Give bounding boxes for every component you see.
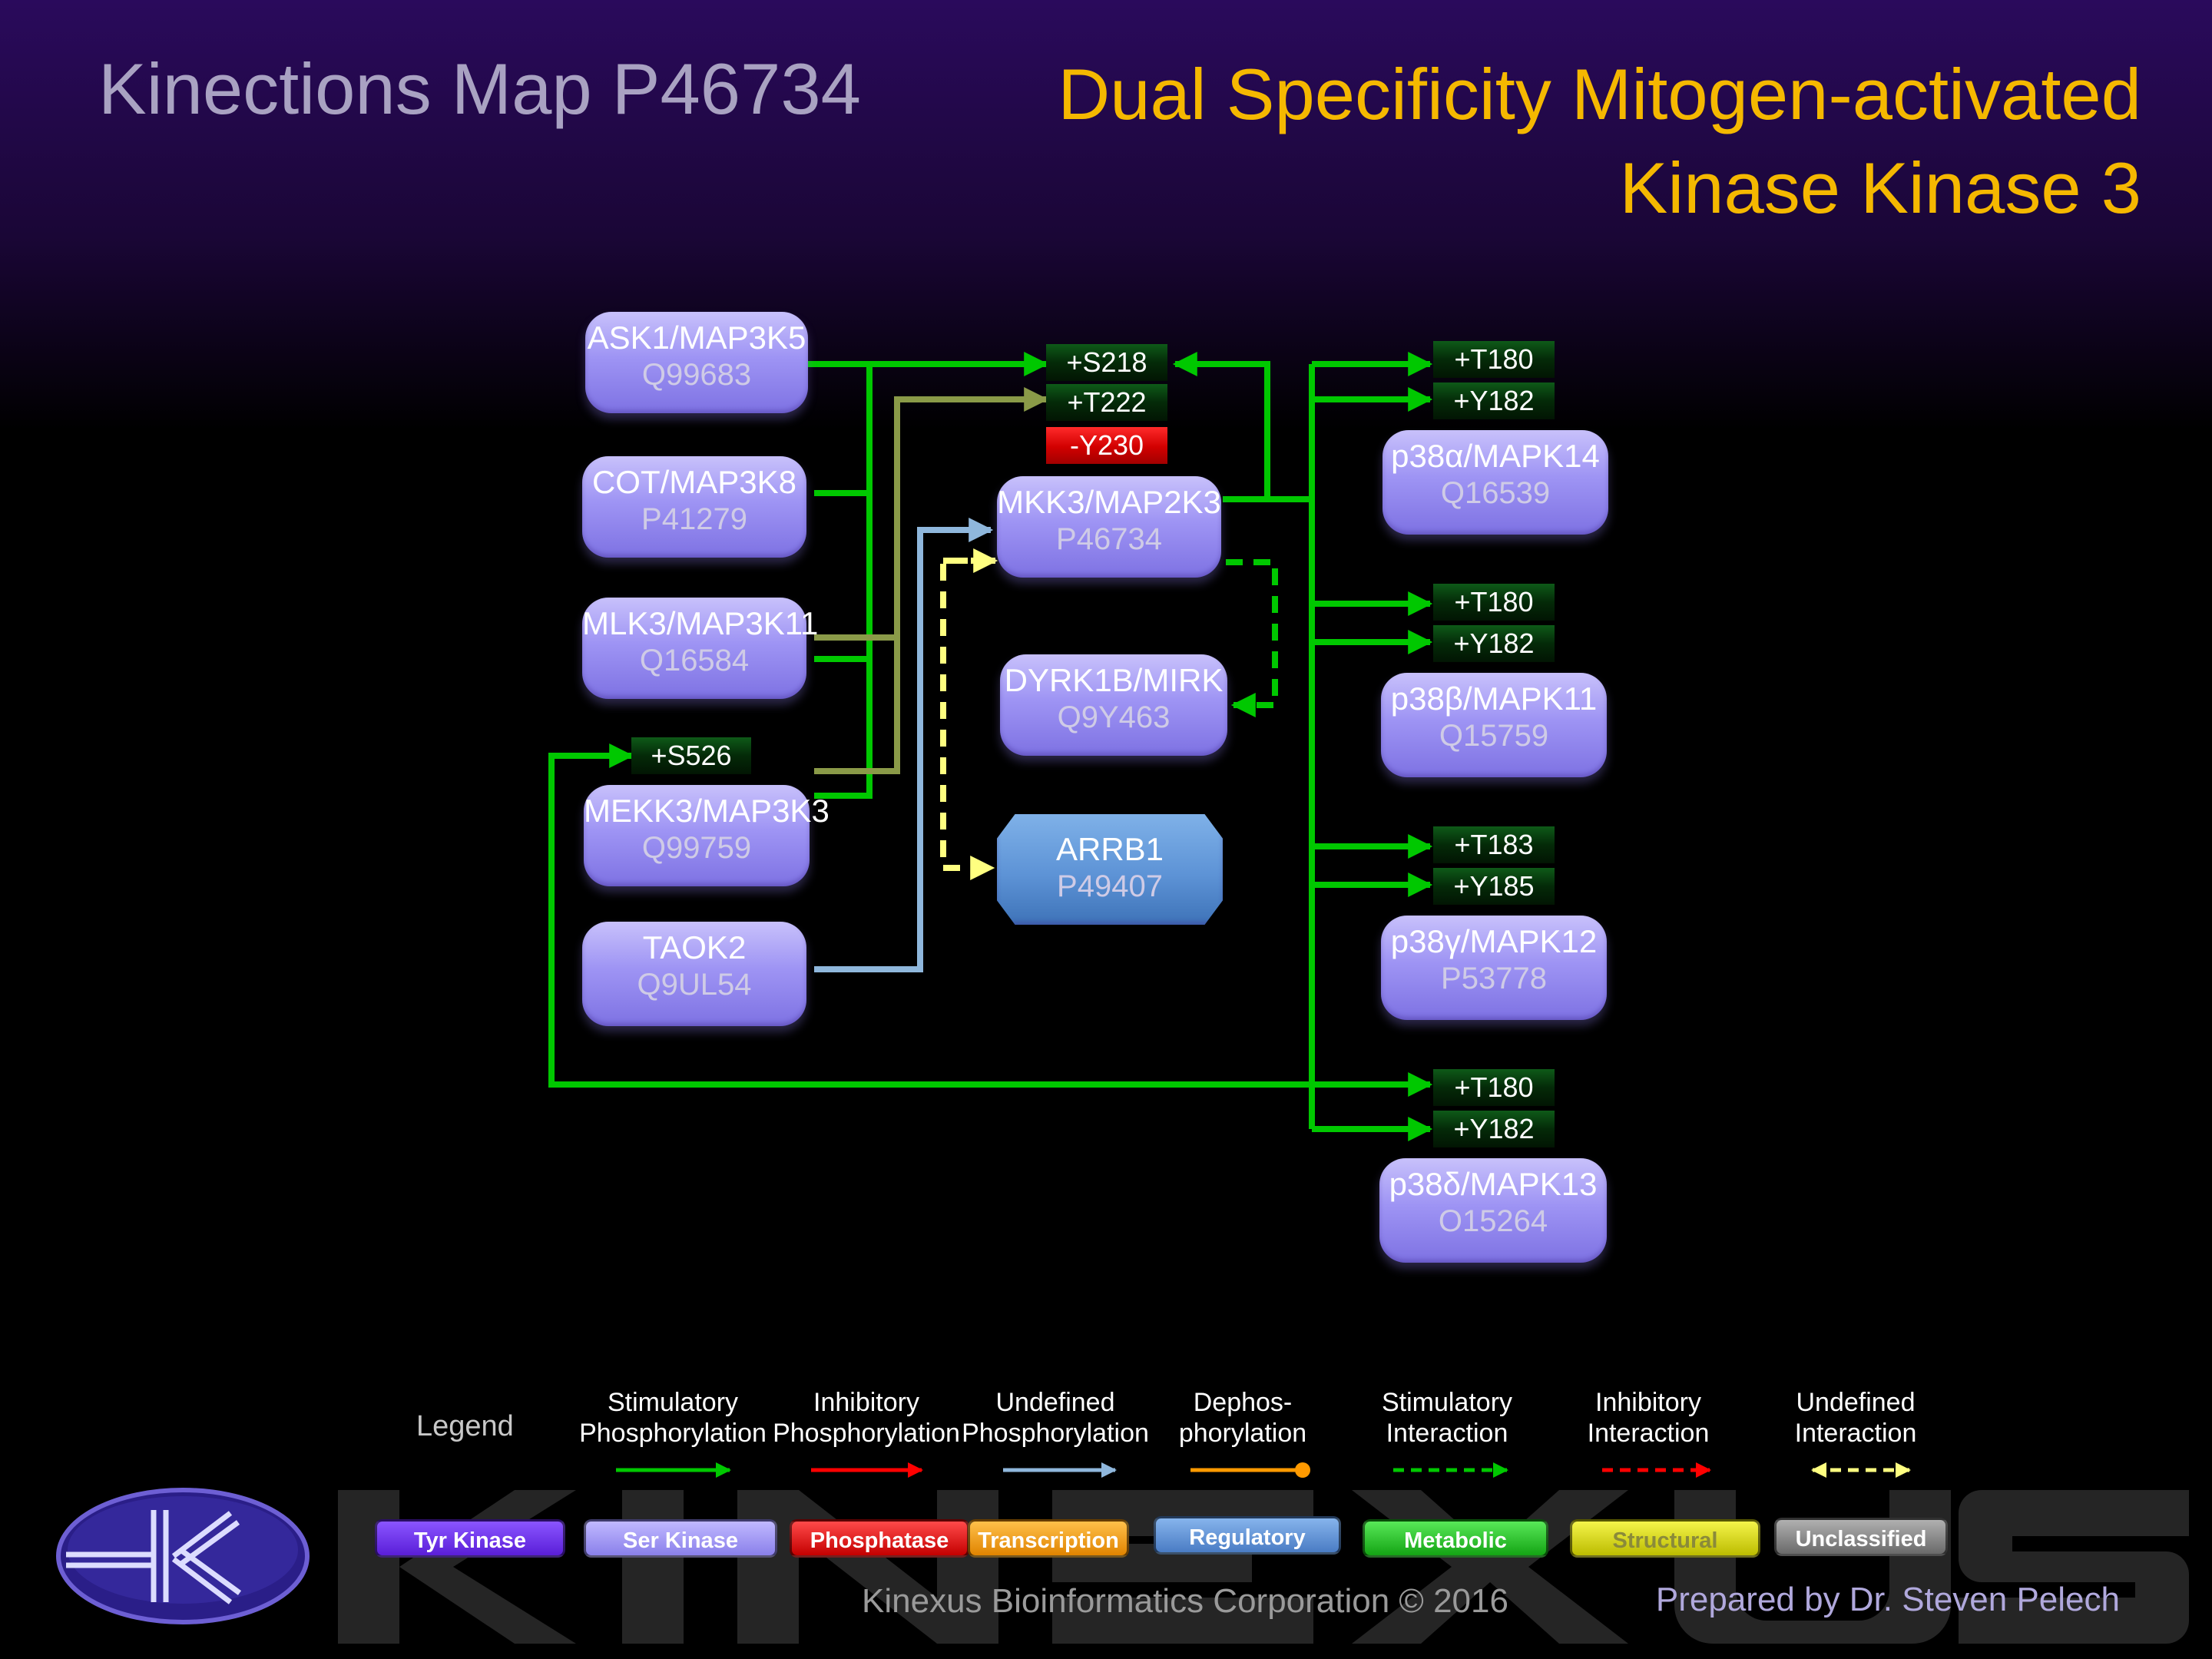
site-mkk3-y230[interactable]: -Y230 [1046, 427, 1167, 464]
node-cot[interactable]: COT/MAP3K8 P41279 [582, 456, 806, 558]
legend-item-dephos: Dephos- phorylation [1179, 1387, 1306, 1449]
node-mlk3-acc: Q16584 [639, 644, 750, 677]
node-taok2-acc: Q9UL54 [637, 968, 752, 1002]
legend-item-inhib-phos-line1: Inhibitory [813, 1388, 919, 1417]
legend-item-stim-phos: Stimulatory Phosphorylation [579, 1387, 767, 1449]
legend-cat-phosphatase: Phosphatase [790, 1519, 969, 1558]
site-p38g-y185[interactable]: +Y185 [1433, 868, 1555, 905]
legend-item-stim-int: Stimulatory Interaction [1382, 1387, 1512, 1449]
legend-item-undef-int-line2: Interaction [1794, 1419, 1917, 1448]
legend-cat-transcription: Transcription [968, 1519, 1129, 1558]
footer-prepared-by: Prepared by Dr. Steven Pelech [1655, 1581, 2120, 1618]
site-mkk3-s218[interactable]: +S218 [1046, 344, 1167, 381]
node-p38d-name: p38δ/MAPK13 [1389, 1166, 1598, 1202]
legend-item-undef-phos: Undefined Phosphorylation [962, 1387, 1149, 1449]
edge-mekk3-t222 [814, 637, 900, 774]
legend-cat-unclassified: Unclassified [1774, 1518, 1948, 1556]
legend-cat-tyr-kinase: Tyr Kinase [375, 1519, 565, 1558]
edge-mlk3-t222 [814, 387, 1049, 641]
legend-item-undef-int-line1: Undefined [1796, 1388, 1916, 1417]
site-p38b-y182[interactable]: +Y182 [1433, 625, 1555, 662]
protein-title: Dual Specificity Mitogen-activated Kinas… [1058, 54, 2141, 228]
node-mkk3-name: MKK3/MAP2K3 [997, 484, 1221, 520]
node-p38a[interactable]: p38α/MAPK14 Q16539 [1382, 430, 1608, 535]
node-arrb1[interactable]: ARRB1 P49407 [997, 814, 1223, 925]
footer-company: Kinexus Bioinformatics Corporation © 201… [862, 1582, 1508, 1620]
node-p38g-acc: P53778 [1441, 962, 1547, 995]
edge-cot-mkk3 [814, 364, 873, 496]
legend-item-inhib-int-line2: Interaction [1587, 1419, 1710, 1448]
node-p38g[interactable]: p38γ/MAPK12 P53778 [1381, 916, 1607, 1020]
site-p38d-t180[interactable]: +T180 [1433, 1069, 1555, 1106]
site-p38g-t183[interactable]: +T183 [1433, 826, 1555, 863]
node-p38g-name: p38γ/MAPK12 [1390, 923, 1598, 959]
legend-item-stim-phos-line1: Stimulatory [607, 1388, 739, 1417]
node-p38a-acc: Q16539 [1440, 476, 1551, 510]
node-p38b-acc: Q15759 [1439, 719, 1549, 753]
node-ask1-acc: Q99683 [641, 358, 752, 392]
node-taok2-name: TAOK2 [642, 929, 747, 965]
map-title: Kinections Map P46734 [98, 48, 861, 129]
edge-mekk3-mkk3 [814, 659, 873, 799]
kinexus-logo [56, 1488, 310, 1624]
node-arrb1-name: ARRB1 [1055, 831, 1164, 867]
node-cot-acc: P41279 [641, 502, 747, 536]
node-p38b[interactable]: p38β/MAPK11 Q15759 [1381, 673, 1607, 777]
node-mlk3[interactable]: MLK3/MAP3K11 Q16584 [582, 598, 819, 699]
legend-cat-structural: Structural [1570, 1519, 1760, 1558]
edge-mkk3-dyrk1b [1226, 559, 1278, 717]
site-mkk3-t222[interactable]: +T222 [1046, 384, 1167, 421]
legend-cat-ser-kinase: Ser Kinase [584, 1519, 777, 1558]
node-mlk3-name: MLK3/MAP3K11 [582, 605, 819, 641]
edge-mlk3-mkk3 [814, 493, 873, 662]
legend-cat-regulatory: Regulatory [1154, 1516, 1341, 1555]
legend-line-samples [616, 1462, 1911, 1478]
legend-item-inhib-phos-line2: Phosphorylation [773, 1419, 960, 1448]
legend-item-stim-phos-line2: Phosphorylation [579, 1419, 767, 1448]
node-p38d-acc: O15264 [1438, 1204, 1548, 1238]
node-ask1-name: ASK1/MAP3K5 [587, 320, 806, 356]
node-mekk3-acc: Q99759 [641, 831, 752, 865]
legend-dephos-dot [1295, 1462, 1310, 1478]
edge-taok2-mkk3 [814, 518, 994, 972]
node-ask1[interactable]: ASK1/MAP3K5 Q99683 [585, 312, 808, 413]
legend-item-inhib-int: Inhibitory Interaction [1588, 1387, 1710, 1449]
edge-mkk3-s218-loop [1172, 352, 1270, 499]
legend-item-inhib-int-line1: Inhibitory [1595, 1388, 1701, 1417]
edge-mkk3-arrb1 [940, 558, 995, 880]
node-arrb1-acc: P49407 [1057, 869, 1163, 903]
site-p38d-y182[interactable]: +Y182 [1433, 1111, 1555, 1147]
node-mkk3[interactable]: MKK3/MAP2K3 P46734 [997, 476, 1221, 578]
legend-item-stim-int-line2: Interaction [1386, 1419, 1508, 1448]
node-mkk3-acc: P46734 [1056, 522, 1162, 556]
legend-item-dephos-line1: Dephos- [1193, 1388, 1293, 1417]
legend-label: Legend [416, 1410, 514, 1442]
node-p38b-name: p38β/MAPK11 [1390, 680, 1598, 717]
site-p38b-t180[interactable]: +T180 [1433, 584, 1555, 621]
site-mekk3-s526[interactable]: +S526 [631, 737, 751, 774]
node-mekk3[interactable]: MEKK3/MAP3K3 Q99759 [584, 785, 830, 886]
node-p38a-name: p38α/MAPK14 [1391, 438, 1600, 474]
edge-p38d-mekk3-s526 [548, 743, 1430, 1088]
site-p38a-y182[interactable]: +Y182 [1433, 382, 1555, 419]
node-dyrk1b[interactable]: DYRK1B/MIRK Q9Y463 [1000, 654, 1227, 756]
legend-item-inhib-phos: Inhibitory Phosphorylation [773, 1387, 960, 1449]
legend-item-stim-int-line1: Stimulatory [1381, 1388, 1513, 1417]
node-taok2[interactable]: TAOK2 Q9UL54 [582, 922, 806, 1026]
legend-cat-metabolic: Metabolic [1363, 1519, 1548, 1558]
site-p38a-t180[interactable]: +T180 [1433, 341, 1555, 378]
node-dyrk1b-name: DYRK1B/MIRK [1004, 662, 1224, 698]
legend-item-dephos-line2: phorylation [1178, 1419, 1307, 1448]
node-dyrk1b-acc: Q9Y463 [1057, 700, 1171, 734]
legend-item-undef-phos-line1: Undefined [995, 1388, 1115, 1417]
node-cot-name: COT/MAP3K8 [591, 464, 797, 500]
legend-item-undef-phos-line2: Phosphorylation [962, 1419, 1149, 1448]
node-p38d[interactable]: p38δ/MAPK13 O15264 [1379, 1158, 1607, 1263]
legend-item-undef-int: Undefined Interaction [1795, 1387, 1917, 1449]
node-mekk3-name: MEKK3/MAP3K3 [584, 793, 830, 829]
